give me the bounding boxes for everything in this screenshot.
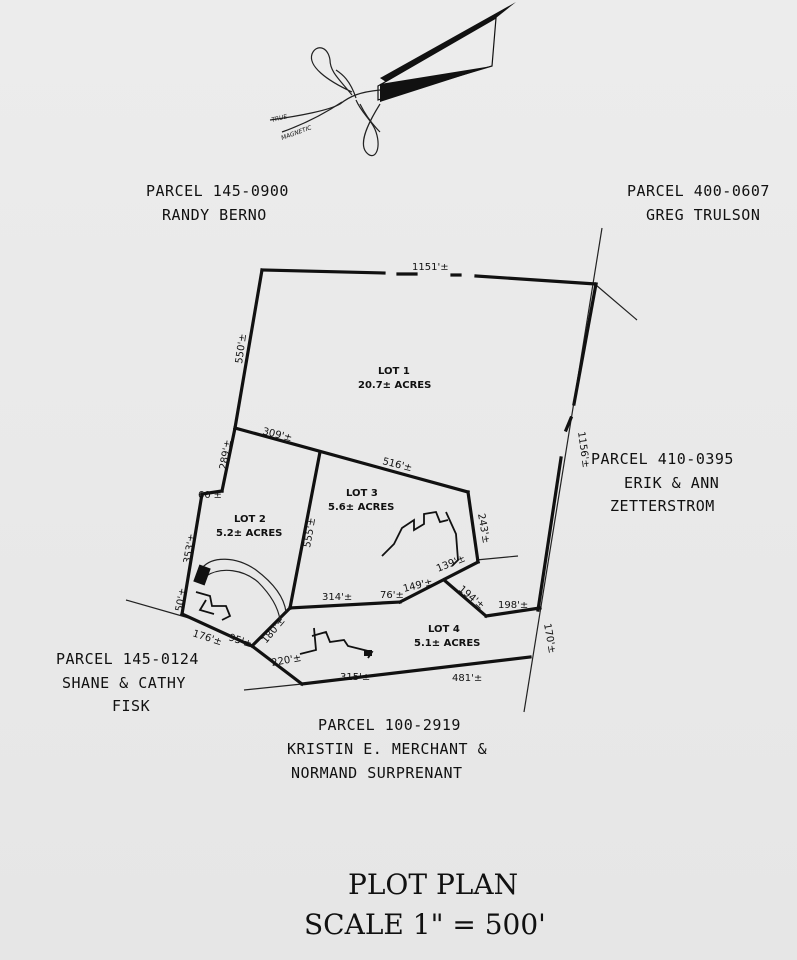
parcel-145-0124-label: PARCEL 145-0124	[56, 650, 199, 668]
dimension-label: 95'±	[227, 632, 253, 650]
dimension-label: 550'±	[234, 333, 249, 364]
parcel-145-0900-label: PARCEL 145-0900	[146, 182, 289, 200]
dimension-label: 315'±	[340, 672, 370, 683]
parcel-145-0124-owner-line2: FISK	[112, 697, 150, 715]
dimension-label: 353'±	[182, 533, 198, 565]
parcel-410-0395-owner-line2: ZETTERSTROM	[610, 497, 715, 515]
parcel-400-0607-label: PARCEL 400-0607	[627, 182, 770, 200]
parcel-410-0395-label: PARCEL 410-0395	[591, 450, 734, 468]
lot-1-area: 20.7± ACRES	[358, 380, 431, 391]
lot-1-name: LOT 1	[378, 366, 410, 377]
parcel-145-0900-owner: RANDY BERNO	[162, 206, 267, 224]
dimension-label: 170'±	[541, 623, 557, 655]
parcel-100-2919-owner-line2: NORMAND SURPRENANT	[291, 764, 463, 782]
parcel-100-2919-owner-line1: KRISTIN E. MERCHANT &	[287, 740, 487, 758]
dimension-label: 1156'±	[575, 431, 591, 469]
dimension-label: 194'±	[456, 584, 486, 612]
parcel-410-0395-owner-line1: ERIK & ANN	[624, 474, 719, 492]
lot-3-area: 5.6± ACRES	[328, 502, 394, 513]
parcel-145-0124-owner-line1: SHANE & CATHY	[62, 674, 186, 692]
lot-4-area: 5.1± ACRES	[414, 638, 480, 649]
lot-4-name: LOT 4	[428, 624, 460, 635]
parcel-400-0607-owner: GREG TRULSON	[646, 206, 760, 224]
true-north-label: TRUE	[271, 113, 288, 124]
dimension-label: 180'±	[260, 616, 288, 646]
site-features	[193, 510, 459, 659]
plot-plan-scale: SCALE 1" = 500'	[304, 908, 546, 941]
dimension-label: 243'±	[475, 513, 491, 545]
dimension-label: 1151'±	[412, 262, 449, 273]
lot-boundaries	[179, 268, 598, 687]
dimension-label: 76'±	[380, 590, 404, 601]
plot-plan-title: PLOT PLAN	[348, 868, 518, 901]
dimension-label: 309'±	[261, 426, 293, 444]
lot-3-name: LOT 3	[346, 488, 378, 499]
dimension-label: 314'±	[322, 592, 352, 603]
dimension-label: 198'±	[498, 600, 528, 611]
dimension-label: 289'±	[218, 439, 234, 471]
lot-2-name: LOT 2	[234, 514, 266, 525]
lot-2-area: 5.2± ACRES	[216, 528, 282, 539]
dimension-label: 60'±	[198, 490, 222, 501]
dimension-label: 481'±	[452, 673, 482, 684]
dimension-label: 220'±	[271, 653, 303, 669]
north-arrow-icon	[269, 2, 516, 157]
dimension-label: 555'±	[302, 517, 318, 549]
parcel-100-2919-label: PARCEL 100-2919	[318, 716, 461, 734]
dimension-label: 50'±	[174, 587, 189, 612]
